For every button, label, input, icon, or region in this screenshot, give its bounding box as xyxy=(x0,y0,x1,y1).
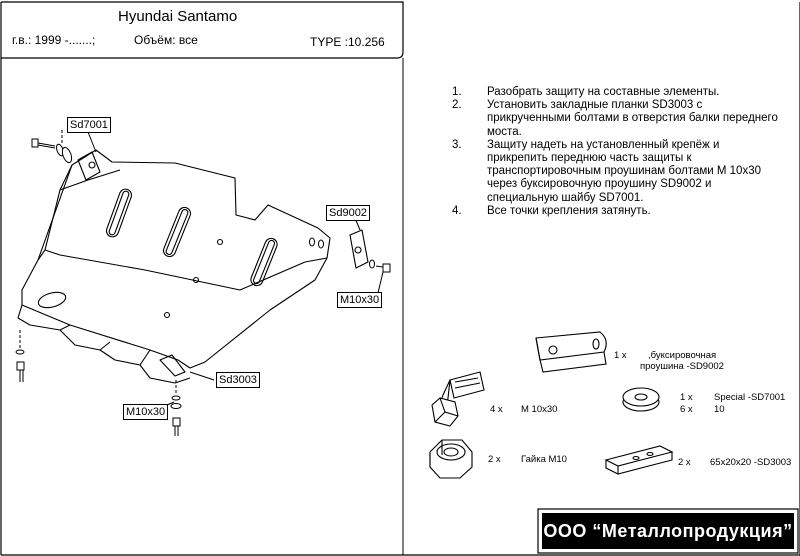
special-name-1: Special -SD7001 xyxy=(714,392,786,403)
nut-qty: 2 x xyxy=(488,454,501,465)
step-text: Защиту надеть на установленный крепёж и … xyxy=(487,138,761,204)
skid-plate-outline xyxy=(21,149,331,369)
tow-eye-name: ,буксировочная xyxy=(648,350,717,361)
instruction-step: 3. Защиту надеть на установленный крепёж… xyxy=(452,139,782,205)
ventilation-slot xyxy=(105,188,133,238)
instructions-list: 1. Разобрать защиту на составные элемент… xyxy=(452,86,782,218)
bolt-qty: 4 x xyxy=(490,404,503,415)
tow-eye-name-2: проушина -SD9002 xyxy=(640,361,724,372)
special-washer-part xyxy=(622,387,660,412)
callout-m10x30-right: M10x30 xyxy=(337,292,383,308)
step-number: 1. xyxy=(452,86,462,98)
instruction-step: 4. Все точки крепления затянуть. xyxy=(452,205,782,218)
step-text: Установить закладные планки SD3003 с при… xyxy=(487,99,778,138)
nut-part xyxy=(429,439,473,479)
step-number: 4. xyxy=(452,204,462,217)
plate-qty: 2 x xyxy=(678,457,691,468)
tow-eye-qty: 1 x xyxy=(614,350,627,361)
header-year: г.в.: 1999 -.......; xyxy=(12,33,96,47)
callout-sd7001: Sd7001 xyxy=(67,117,111,133)
bolt-part xyxy=(431,371,485,427)
company-name-banner: ООО “Металлопродукция” xyxy=(542,513,794,549)
tow-eye-part xyxy=(535,331,607,373)
callout-m10x30-left: M10x30 xyxy=(123,404,169,420)
header-type: TYPE :10.256 xyxy=(310,35,385,49)
instruction-step: 2. Установить закладные планки SD3003 с … xyxy=(452,99,782,139)
header-volume: Объём: все xyxy=(134,33,198,47)
ventilation-slot xyxy=(162,206,192,258)
step-number: 3. xyxy=(452,138,462,151)
nut-name: Гайка М10 xyxy=(521,454,567,465)
step-text: Все точки крепления затянуть. xyxy=(487,204,651,217)
instruction-step: 1. Разобрать защиту на составные элемент… xyxy=(452,86,782,99)
plate-part xyxy=(604,445,674,475)
header-title: Hyundai Santamo xyxy=(118,8,238,25)
special-qty-1: 1 x xyxy=(680,392,693,403)
bolt-name: М 10х30 xyxy=(521,404,558,415)
special-name-2: 10 xyxy=(714,404,725,415)
callout-sd3003: Sd3003 xyxy=(216,372,260,388)
callout-sd9002: Sd9002 xyxy=(326,205,370,221)
ventilation-slot xyxy=(250,237,278,287)
step-text: Разобрать защиту на составные элементы. xyxy=(487,86,720,98)
special-qty-2: 6 x xyxy=(680,404,693,415)
plate-name: 65x20x20 -SD3003 xyxy=(710,457,792,468)
step-number: 2. xyxy=(452,99,462,112)
